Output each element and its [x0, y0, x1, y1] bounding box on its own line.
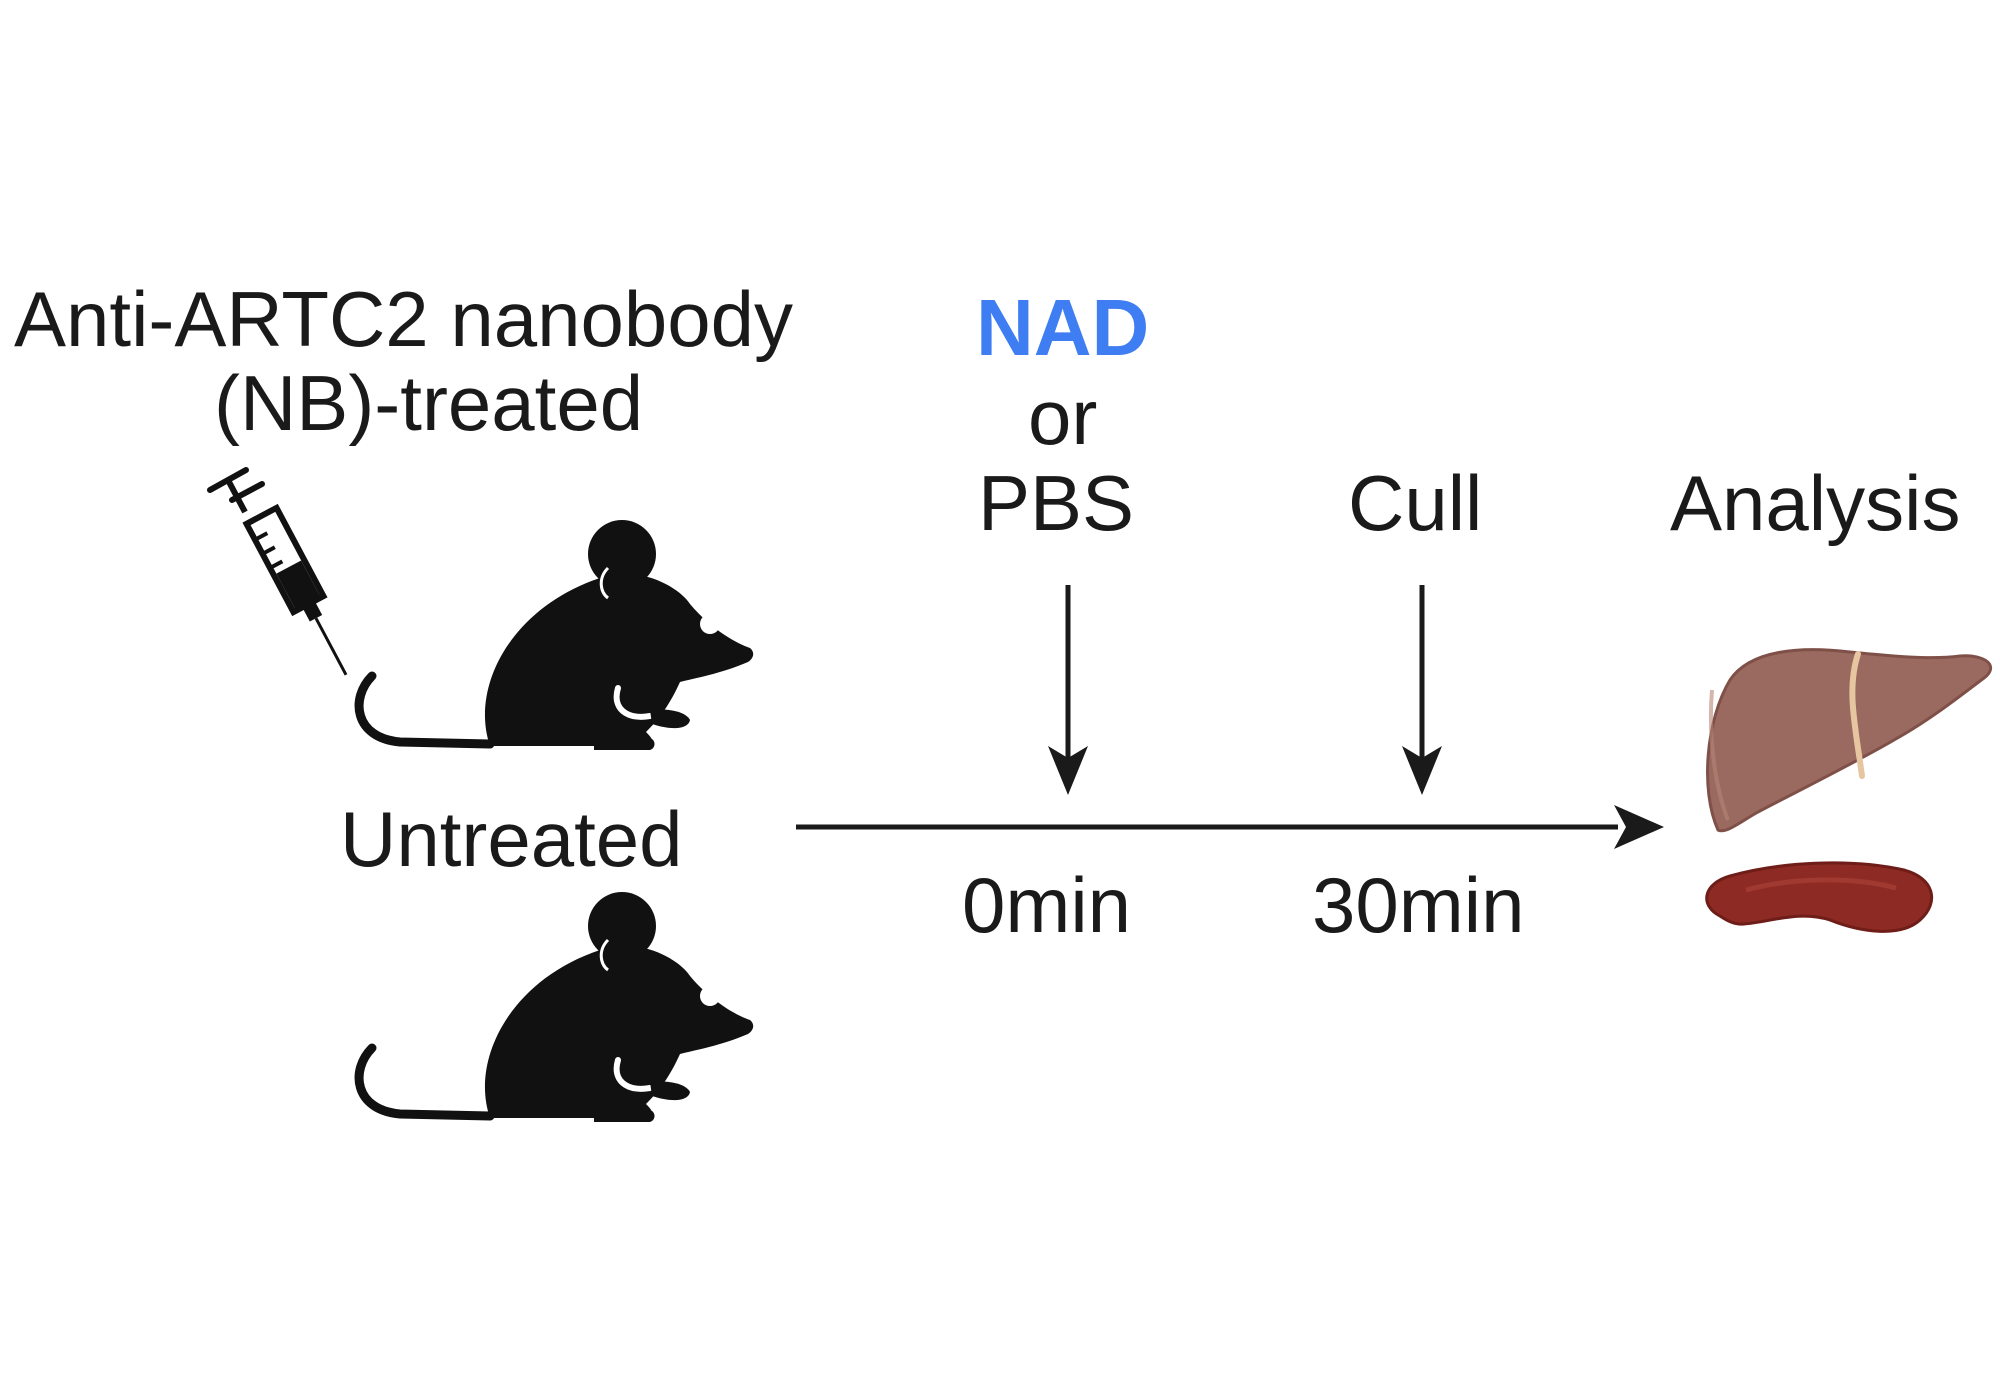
- spleen-icon: [1705, 861, 1934, 933]
- liver-icon: [1706, 648, 1992, 833]
- nad-label: NAD: [976, 283, 1150, 372]
- injection-arrow: [1048, 585, 1088, 795]
- mouse-icon: [359, 520, 753, 750]
- cull-label: Cull: [1348, 459, 1483, 547]
- analysis-label: Analysis: [1670, 459, 1961, 547]
- pbs-label: PBS: [978, 459, 1135, 547]
- mouse-icon: [359, 892, 753, 1122]
- untreated-group-label: Untreated: [340, 795, 683, 883]
- time-30min-label: 30min: [1312, 861, 1525, 949]
- treated-group-label-line2: (NB)-treated: [214, 359, 644, 447]
- cull-arrow: [1402, 585, 1442, 795]
- or-label: or: [1028, 373, 1098, 461]
- treated-group-label-line1: Anti-ARTC2 nanobody: [14, 275, 794, 363]
- timeline-arrow: [796, 805, 1664, 849]
- time-0min-label: 0min: [962, 861, 1132, 949]
- syringe-icon: [207, 467, 348, 676]
